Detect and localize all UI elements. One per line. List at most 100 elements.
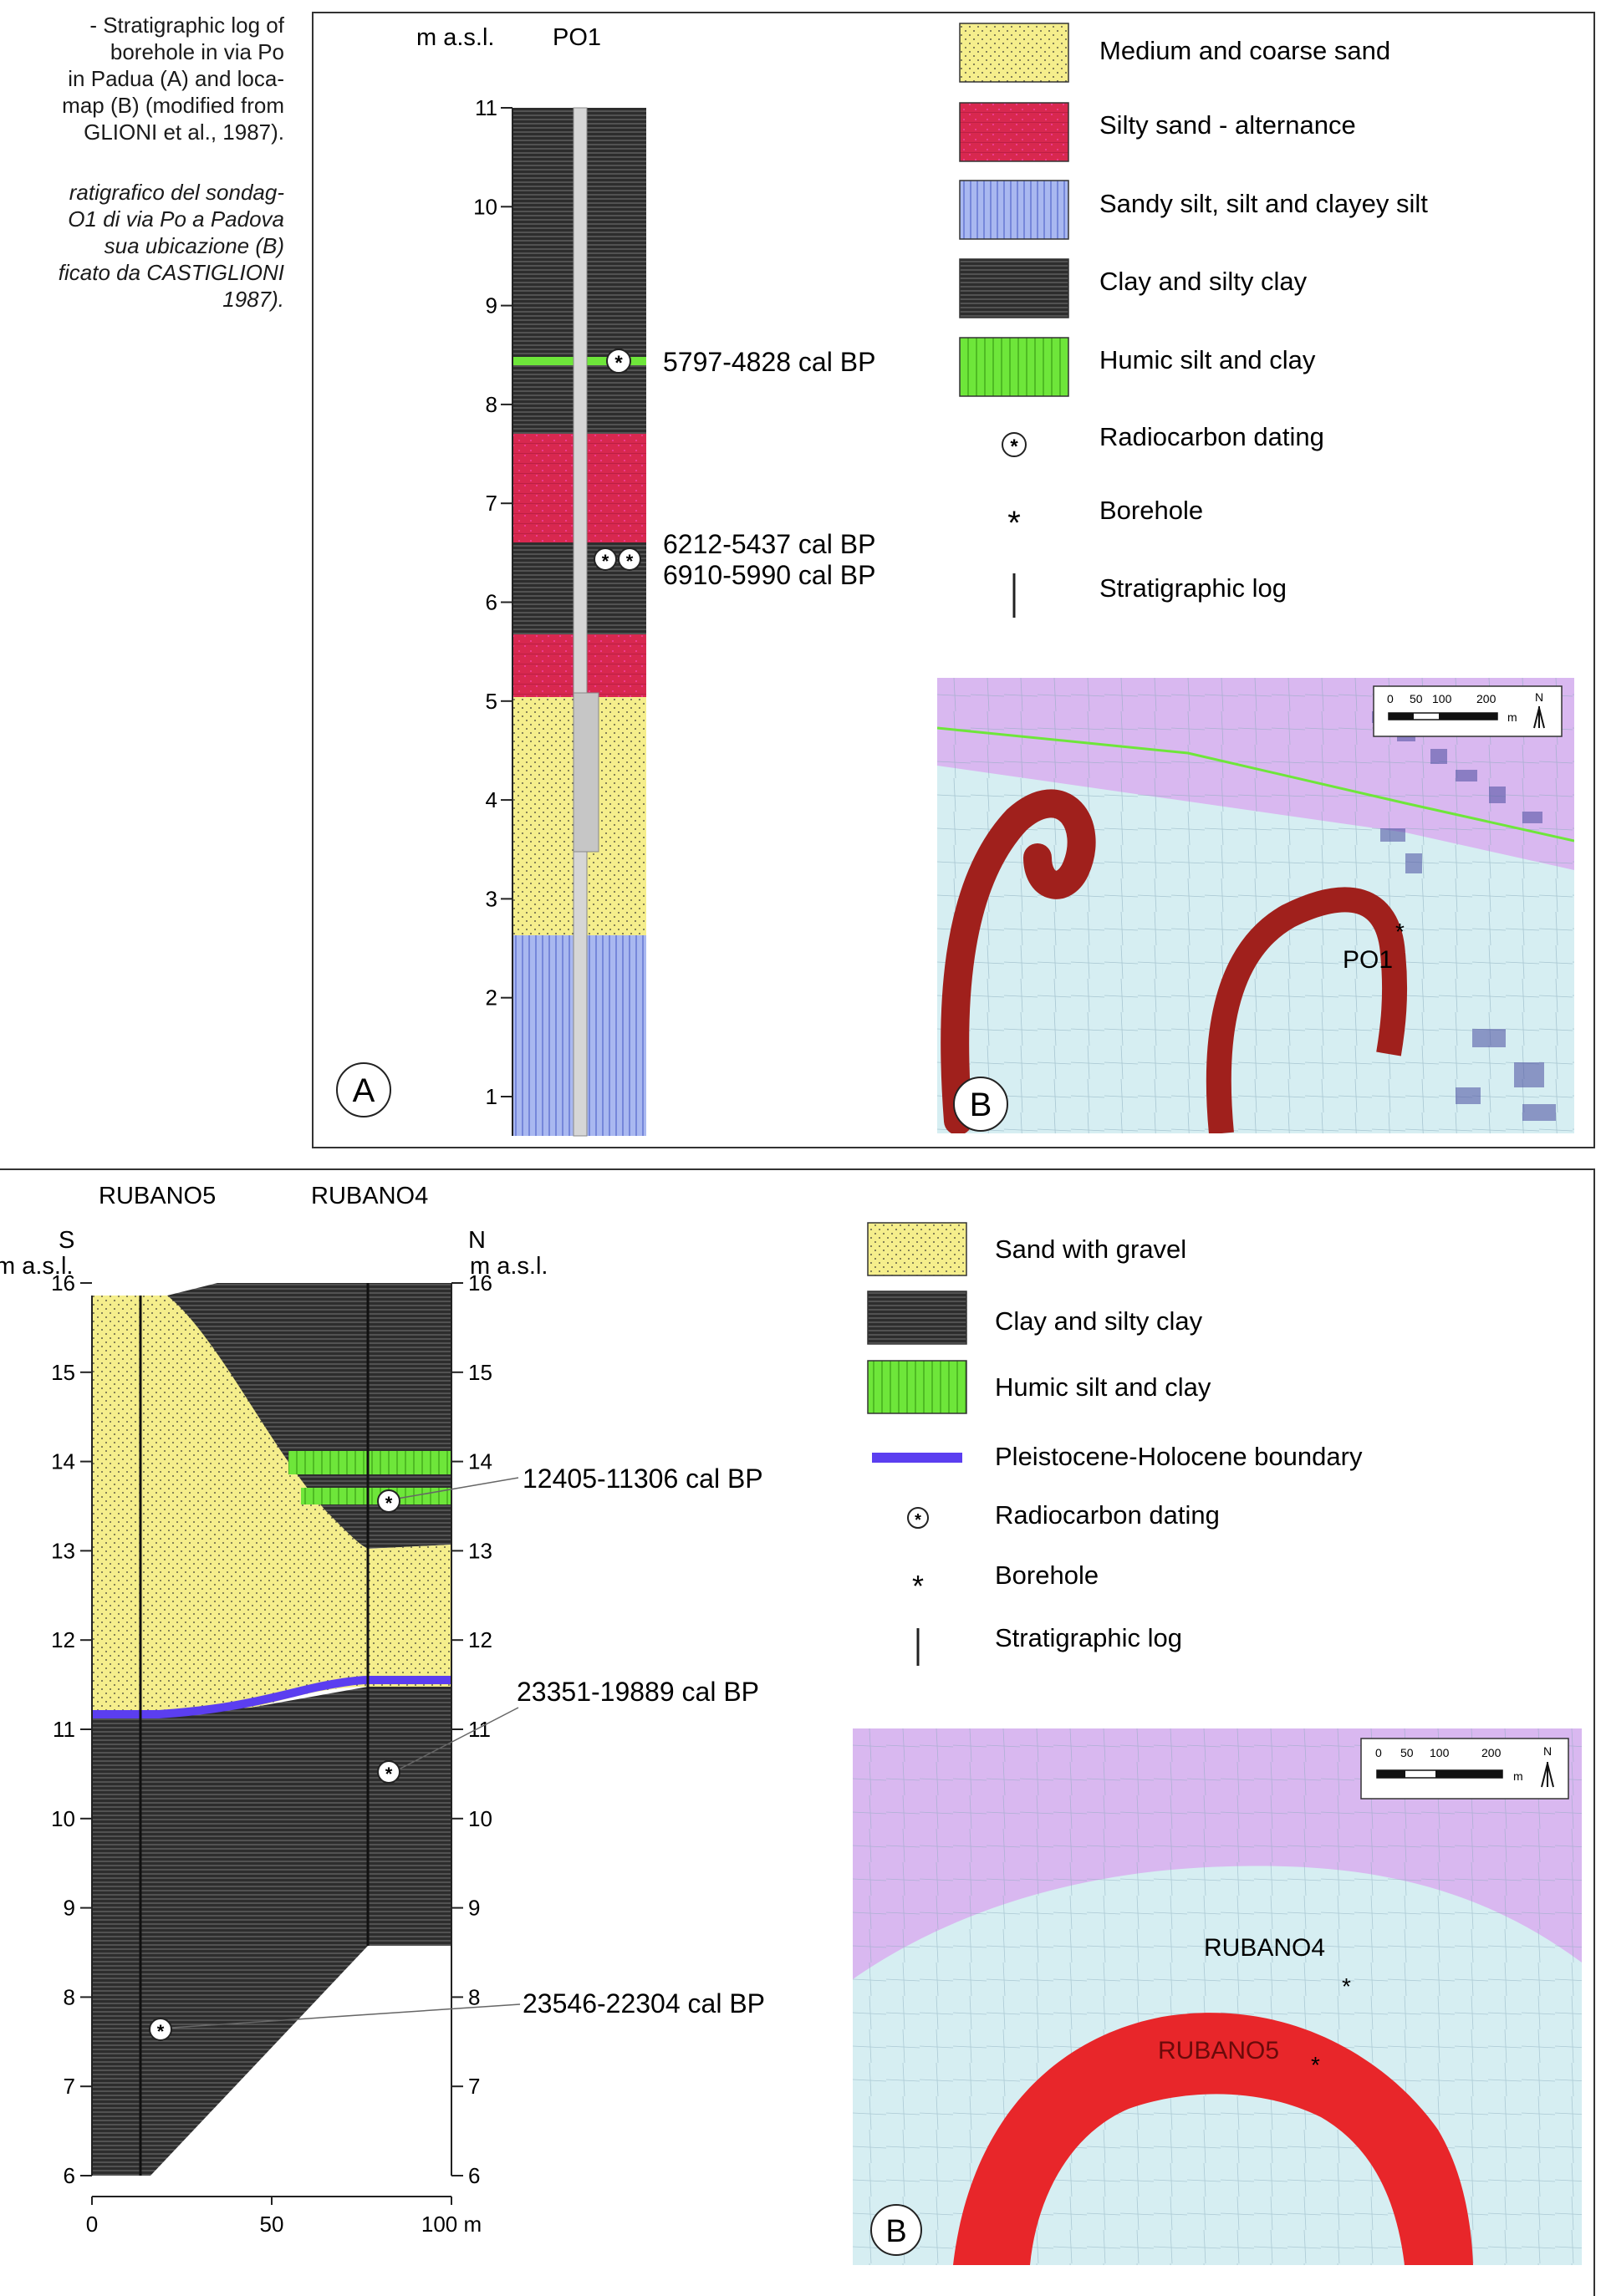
legend-label: Radiocarbon dating [1099, 422, 1324, 451]
scale-tick: 200 [1476, 692, 1496, 705]
rubano-figure-svg: RUBANO5 RUBANO4 S N m a.s.l. m a.s.l. 67… [0, 1183, 1582, 2265]
axis-tick-label: 15 [468, 1360, 492, 1385]
north-label: N [1543, 1744, 1552, 1758]
axis-tick-label: 13 [468, 1538, 492, 1563]
radiocarbon-icon: * [1002, 432, 1027, 458]
legend-swatch-sandy-silt [959, 180, 1069, 240]
log-name: RUBANO5 [99, 1183, 216, 1209]
caption-line: - Stratigraphic log of [89, 13, 284, 38]
legend-label: Stratigraphic log [1099, 573, 1287, 603]
map-label: RUBANO5 [1158, 2037, 1279, 2064]
borehole-icon: * [1007, 505, 1021, 542]
axis-tick-label: 11 [475, 95, 497, 120]
axis-tick-label: 16 [51, 1270, 75, 1296]
radiocarbon-icon: * [377, 1489, 400, 1514]
borehole-icon: * [1311, 2052, 1320, 2078]
legend-label: Borehole [995, 1560, 1099, 1590]
paleochannel [1206, 887, 1408, 1133]
svg-text:*: * [385, 1493, 393, 1514]
x-tick-label: 0 [86, 2212, 98, 2237]
core-strip [573, 107, 588, 1137]
leader-line [396, 1477, 519, 1499]
panel-letter-circle [953, 1077, 1008, 1132]
legend-swatch-humic [959, 337, 1069, 397]
radiocarbon-icon: * [606, 349, 631, 374]
pleistocene-holocene-boundary [92, 1676, 451, 1718]
legend-label: Humic silt and clay [1099, 345, 1316, 374]
north-arrow-icon [1533, 706, 1545, 729]
panel-letter-circle [870, 2204, 922, 2256]
radiocarbon-icon: * [618, 547, 641, 572]
axis-tick-label: 14 [51, 1449, 75, 1474]
scale-bar-box [1373, 685, 1563, 737]
axis-tick-label: 8 [486, 392, 497, 417]
scale-tick: 50 [1410, 692, 1423, 705]
borehole-icon: * [1395, 919, 1405, 944]
scale-tick: 50 [1400, 1746, 1414, 1759]
legend-label: Borehole [1099, 496, 1203, 525]
scale-tick: 0 [1375, 1746, 1382, 1759]
paleochannel [953, 2013, 1473, 2265]
caption-line: ficato da CASTIGLIONI [58, 260, 284, 285]
scale-bar-box [1360, 1738, 1569, 1800]
axis-tick-label: 1 [486, 1084, 497, 1109]
scale-tick: 0 [1387, 692, 1394, 705]
po1-legend: Medium and coarse sand Silty sand - alte… [959, 23, 1428, 618]
caption-line: GLIONI et al., 1987). [84, 120, 284, 145]
axis-tick-label: 14 [468, 1449, 492, 1474]
svg-text:*: * [614, 352, 623, 374]
panel-letter: A [353, 1072, 375, 1109]
log-name: PO1 [553, 24, 601, 51]
layer-clay-silty-clay [92, 1687, 451, 2176]
caption-line: borehole in via Po [110, 39, 284, 64]
svg-text:*: * [915, 1511, 921, 1530]
svg-text:*: * [626, 551, 634, 572]
axis-tick-label: 15 [51, 1360, 75, 1385]
legend-swatch-sand-gravel [867, 1222, 967, 1276]
legend-label: Clay and silty clay [1099, 267, 1308, 296]
legend-label: Radiocarbon dating [995, 1500, 1220, 1530]
panel-letter-circle [336, 1062, 391, 1117]
legend-label: Pleistocene-Holocene boundary [995, 1442, 1363, 1471]
axis-tick-label: 2 [486, 985, 497, 1011]
x-tick-label: 50 [260, 2212, 284, 2237]
caption-line: O1 di via Po a Padova [68, 206, 284, 232]
axis-tick-label: 7 [486, 491, 497, 516]
leader-line [396, 1707, 519, 1771]
po1-location-map: * PO1 0 50 100 200 m N B [937, 678, 1574, 1133]
po1-stratigraphic-column [512, 107, 646, 1137]
scale-tick: 100 [1430, 1746, 1450, 1759]
panel-letter: B [970, 1087, 992, 1123]
rubano-legend: Sand with gravel Clay and silty clay Hum… [867, 1222, 1363, 1666]
axis-tick-label: 9 [64, 1896, 75, 1921]
layer-sand-gravel [92, 1296, 451, 1713]
legend-swatch-silty-sand [959, 102, 1069, 162]
date-label: 12405-11306 cal BP [523, 1464, 763, 1494]
axis-tick-label: 6 [486, 590, 497, 615]
layer-humic-silt-clay [288, 1451, 451, 1474]
axis-tick-label: 8 [64, 1984, 75, 2009]
map-label: RUBANO4 [1204, 1934, 1325, 1962]
leader-line [171, 2003, 521, 2029]
axis-tick-label: 11 [53, 1717, 75, 1742]
core-strip-wide [573, 692, 599, 853]
date-label: 6910-5990 cal BP [663, 560, 875, 590]
legend-label: Stratigraphic log [995, 1623, 1182, 1652]
legend-swatch-humic [867, 1360, 967, 1414]
radiocarbon-icon: * [594, 547, 617, 572]
svg-text:*: * [157, 2021, 165, 2042]
legend-swatch-boundary [872, 1453, 962, 1463]
axis-tick-label: 13 [51, 1538, 75, 1563]
date-label: 5797-4828 cal BP [663, 347, 875, 377]
scale-unit: m [1507, 710, 1517, 724]
caption-english: - Stratigraphic log of borehole in via P… [0, 12, 284, 145]
axis-tick-label: 9 [486, 293, 497, 318]
legend-label: Medium and coarse sand [1099, 36, 1390, 65]
north-arrow-icon [1541, 1762, 1554, 1788]
map-label: PO1 [1343, 946, 1393, 974]
legend-label: Sand with gravel [995, 1235, 1186, 1264]
scale-tick: 100 [1432, 692, 1452, 705]
